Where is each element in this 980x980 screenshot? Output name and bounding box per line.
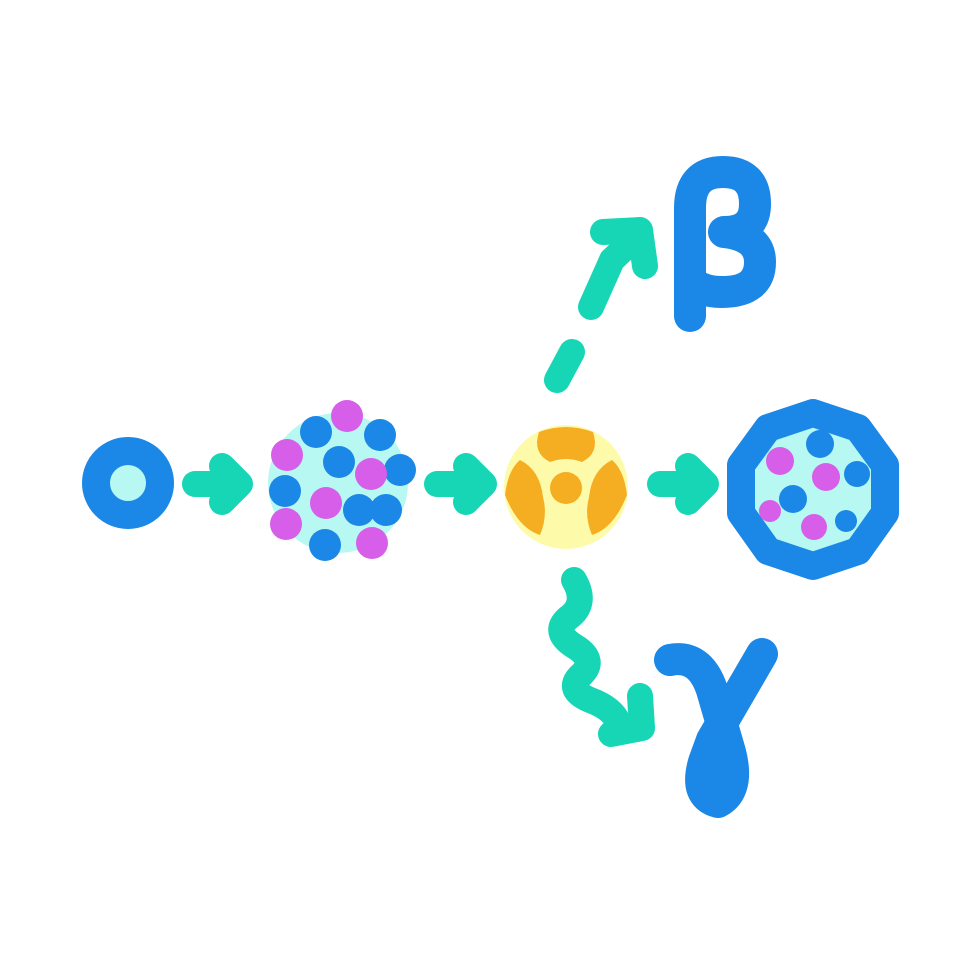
- proton: [270, 508, 302, 540]
- trefoil-blade-right: [587, 460, 627, 535]
- proton: [271, 439, 303, 471]
- decayed-nucleus-icon: [727, 399, 899, 580]
- neutron: [844, 461, 870, 487]
- arrow-shaft: [599, 227, 646, 273]
- neutron: [343, 494, 375, 526]
- proton: [766, 447, 794, 475]
- wavy-arrow-icon: [548, 567, 655, 747]
- neutron: [269, 475, 301, 507]
- dash-segment: [544, 339, 585, 393]
- nucleus-cluster-icon: [268, 400, 416, 561]
- proton: [801, 514, 827, 540]
- gamma-symbol-icon: [654, 638, 778, 818]
- arrow-icon: [182, 453, 253, 515]
- arrow-icon: [424, 453, 497, 515]
- trefoil-blade-left: [505, 460, 545, 535]
- beta-symbol-icon: [674, 156, 776, 332]
- neutron: [806, 430, 834, 458]
- neutron: [364, 419, 396, 451]
- neutron: [309, 529, 341, 561]
- proton: [356, 527, 388, 559]
- neutron: [384, 454, 416, 486]
- proton: [310, 487, 342, 519]
- arrow-icon: [647, 453, 719, 515]
- neutron: [370, 494, 402, 526]
- neutron: [779, 485, 807, 513]
- neutron-icon: [82, 437, 174, 529]
- neutron: [300, 416, 332, 448]
- trefoil-blade-top: [537, 427, 595, 462]
- proton: [759, 500, 781, 522]
- proton: [355, 458, 387, 490]
- trefoil-center: [550, 472, 582, 504]
- proton: [812, 463, 840, 491]
- neutron: [835, 510, 857, 532]
- radiation-trefoil-icon: [504, 425, 628, 549]
- neutron: [323, 446, 355, 478]
- proton: [331, 400, 363, 432]
- beta-dashed-arrow: [544, 217, 658, 393]
